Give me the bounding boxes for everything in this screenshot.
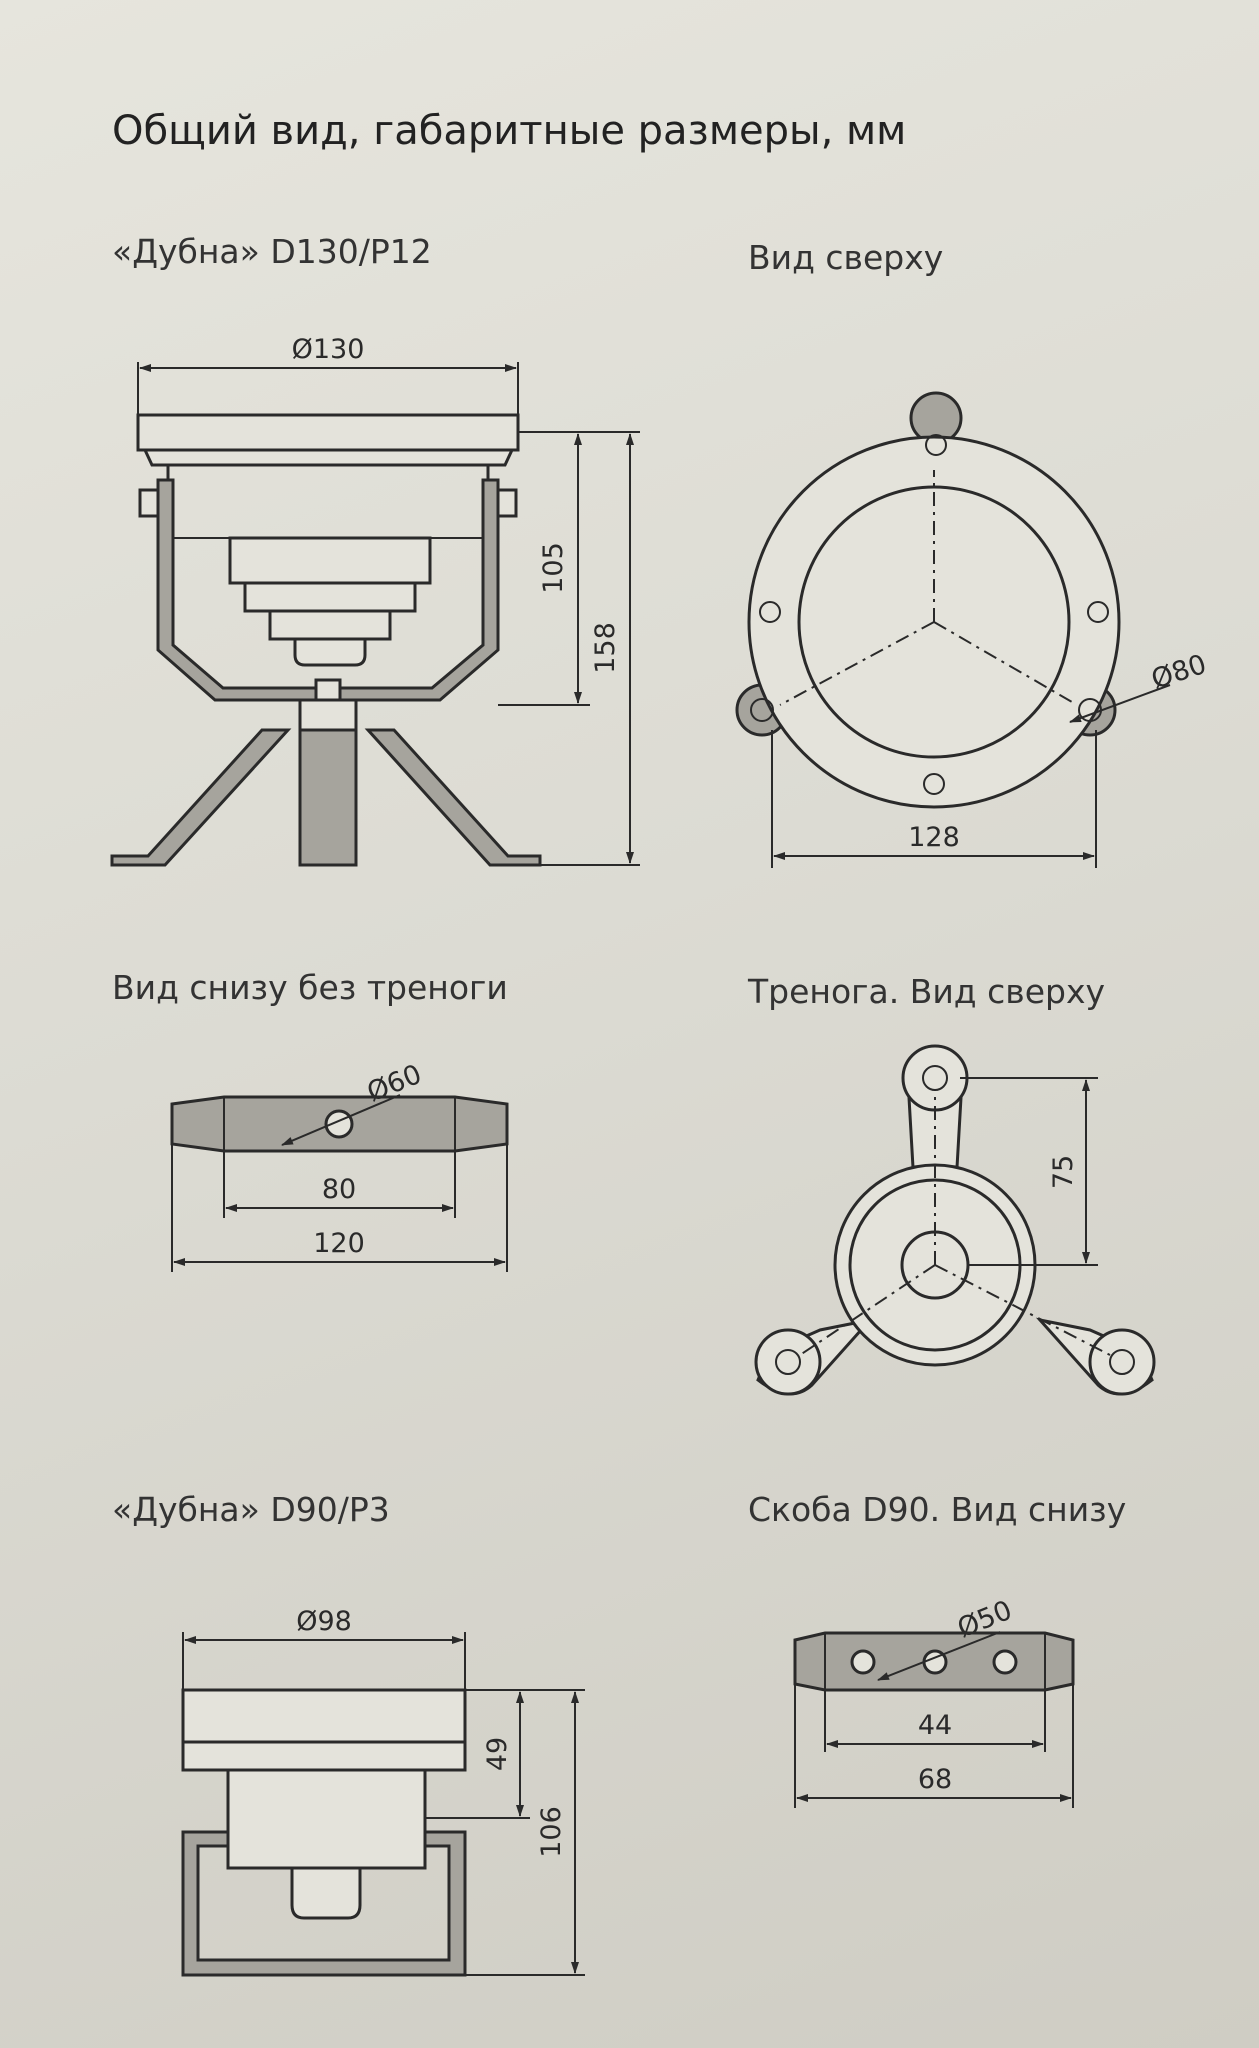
label-bottom-no-tripod: Вид снизу без треноги <box>112 968 508 1007</box>
page-title: Общий вид, габаритные размеры, мм <box>112 108 907 154</box>
dim-d90-height-total: 106 <box>536 1806 567 1858</box>
label-bracket-bottom: Скоба D90. Вид снизу <box>748 1490 1127 1529</box>
dim-top-hole: Ø80 <box>1148 649 1210 696</box>
dim-top-width: 128 <box>908 822 960 853</box>
label-top-view: Вид сверху <box>748 238 944 277</box>
d90-front-drawing: Ø98 49 106 <box>181 1606 585 1977</box>
dim-bracket-inner: 44 <box>918 1710 952 1741</box>
dim-bracket-outer: 68 <box>918 1764 952 1795</box>
dim-d130-diameter: Ø130 <box>292 334 365 365</box>
top-view-drawing: Ø80 128 <box>735 391 1210 868</box>
label-d90-front: «Дубна» D90/P3 <box>112 1490 390 1529</box>
dim-d90-diameter: Ø98 <box>296 1606 352 1637</box>
dim-tripod-radius: 75 <box>1048 1155 1079 1189</box>
dim-bottom-outer: 120 <box>313 1228 365 1259</box>
d130-front-drawing: Ø130 105 158 <box>110 334 640 867</box>
dim-d130-height-total: 158 <box>590 622 621 674</box>
label-tripod-top: Тренога. Вид сверху <box>748 972 1106 1011</box>
label-d130-front: «Дубна» D130/P12 <box>112 232 432 271</box>
bottom-no-tripod-drawing: Ø60 80 120 <box>170 1059 509 1272</box>
dim-d90-height-upper: 49 <box>482 1737 513 1771</box>
dim-bottom-inner: 80 <box>322 1174 356 1205</box>
dim-d130-height-body: 105 <box>538 542 569 594</box>
bracket-bottom-drawing: Ø50 44 68 <box>793 1595 1075 1808</box>
tripod-top-drawing: 75 <box>754 1044 1156 1396</box>
